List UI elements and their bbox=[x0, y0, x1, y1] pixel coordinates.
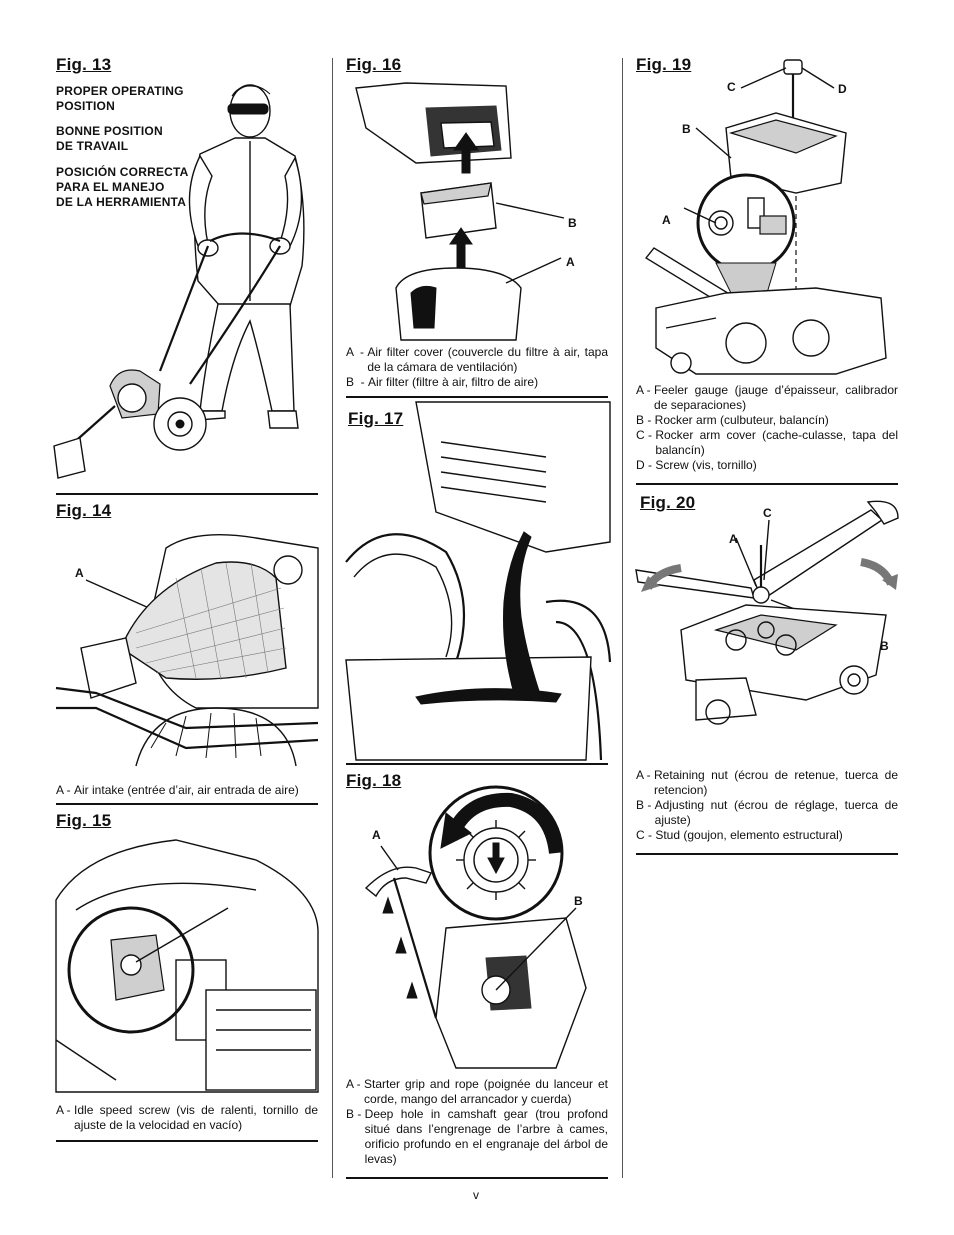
fig20-title: Fig. 20 bbox=[640, 493, 696, 512]
fig20-nut-adjust-illustration bbox=[635, 500, 899, 725]
fig14-caption-a: A - Air intake (entrée d’air, air entrad… bbox=[56, 783, 299, 797]
fig19-caption-a: A - Feeler gauge (jauge d’épaisseur, cal… bbox=[636, 383, 898, 412]
fig13-operator-illustration bbox=[53, 84, 305, 479]
fig18-captions: A - Starter grip and rope (poignée du la… bbox=[346, 1077, 608, 1167]
fig16-captions: A - Air filter cover (couvercle du filtr… bbox=[346, 345, 608, 390]
fig15-rule bbox=[56, 1140, 318, 1142]
fig15-captions: A - Idle speed screw (vis de ralenti, to… bbox=[56, 1103, 318, 1133]
fig13-rule bbox=[56, 493, 318, 495]
fig20-rule bbox=[636, 853, 898, 855]
fig14-callout-a: A bbox=[75, 566, 84, 580]
fig18-rule bbox=[346, 1177, 608, 1179]
fig18-caption-b: B - Deep hole in camshaft gear (trou pro… bbox=[346, 1107, 608, 1166]
fig19-callout-b: B bbox=[682, 122, 691, 136]
fig18-camshaft-illustration bbox=[364, 785, 587, 1069]
fig16-callout-b: B bbox=[568, 216, 577, 230]
fig20-caption-c: C - Stud (goujon, elemento estructural) bbox=[636, 828, 843, 842]
fig19-caption-c: C - Rocker arm cover (cache-culasse, tap… bbox=[636, 428, 898, 457]
fig16-caption-a: A - Air filter cover (couvercle du filtr… bbox=[346, 345, 608, 374]
column-divider-left bbox=[332, 58, 333, 1178]
column-divider-right bbox=[622, 58, 623, 1178]
fig18-callout-a: A bbox=[372, 828, 381, 842]
fig19-callout-a: A bbox=[662, 213, 671, 227]
fig19-caption-b: B - Rocker arm (culbuteur, balancín) bbox=[636, 413, 829, 427]
fig17-rule bbox=[346, 763, 608, 765]
fig15-idle-screw-illustration bbox=[55, 839, 319, 1093]
fig18-title: Fig. 18 bbox=[346, 771, 402, 790]
fig20-callout-b: B bbox=[880, 639, 889, 653]
fig19-caption-d: D - Screw (vis, tornillo) bbox=[636, 458, 757, 472]
fig17-title: Fig. 17 bbox=[348, 409, 404, 428]
fig19-captions: A - Feeler gauge (jauge d’épaisseur, cal… bbox=[636, 383, 898, 473]
fig18-callout-b: B bbox=[574, 894, 583, 908]
fig14-captions: A - Air intake (entrée d’air, air entrad… bbox=[56, 783, 318, 798]
fig19-valve-clearance-illustration bbox=[644, 59, 887, 375]
fig16-air-filter-illustration bbox=[355, 82, 565, 341]
fig19-rule bbox=[636, 483, 898, 485]
fig16-title: Fig. 16 bbox=[346, 55, 402, 74]
fig16-caption-b: B - Air filter (filtre à air, filtro de … bbox=[346, 375, 539, 389]
fig16-callout-a: A bbox=[566, 255, 575, 269]
fig20-caption-b: B - Adjusting nut (écrou de réglage, tue… bbox=[636, 798, 898, 827]
fig19-callout-d: D bbox=[838, 82, 847, 96]
fig17-oil-drain-illustration bbox=[345, 401, 612, 761]
fig13-title: Fig. 13 bbox=[56, 55, 112, 74]
page-number: v bbox=[473, 1188, 479, 1202]
fig20-callout-c: C bbox=[763, 506, 772, 520]
fig16-rule bbox=[346, 396, 608, 398]
fig19-title: Fig. 19 bbox=[636, 55, 692, 74]
fig15-caption-a: A - Idle speed screw (vis de ralenti, to… bbox=[56, 1103, 318, 1132]
fig20-captions: A - Retaining nut (écrou de retenue, tue… bbox=[636, 768, 898, 843]
fig14-air-intake-illustration bbox=[55, 534, 319, 767]
fig19-callout-c: C bbox=[727, 80, 736, 94]
fig20-callout-a: A bbox=[729, 532, 738, 546]
fig15-title: Fig. 15 bbox=[56, 811, 112, 830]
fig20-caption-a: A - Retaining nut (écrou de retenue, tue… bbox=[636, 768, 898, 797]
fig18-caption-a: A - Starter grip and rope (poignée du la… bbox=[346, 1077, 608, 1106]
fig14-title: Fig. 14 bbox=[56, 501, 112, 520]
fig14-rule bbox=[56, 803, 318, 805]
